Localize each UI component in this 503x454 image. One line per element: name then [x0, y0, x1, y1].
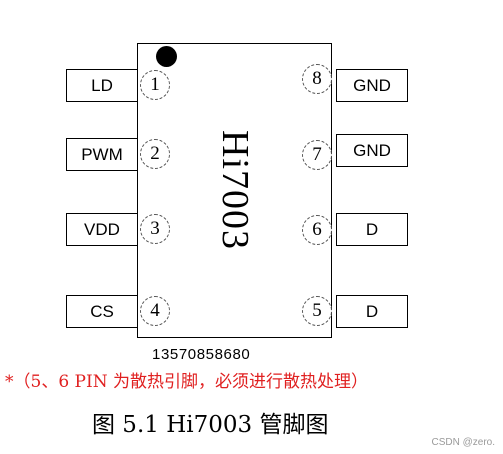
pin-number-1: 1 [140, 70, 170, 100]
pin-number-5: 5 [302, 296, 332, 326]
pin-label-d-5: D [336, 295, 408, 328]
pin-label-gnd-8: GND [336, 69, 408, 102]
chip-name: Hi7003 [214, 130, 256, 250]
pin-number-7: 7 [302, 140, 332, 170]
pin-label-gnd-7: GND [336, 134, 408, 167]
pin-label-ld: LD [66, 69, 138, 102]
pin-label-pwm: PWM [66, 138, 138, 171]
figure-caption: 图 5.1 Hi7003 管脚图 [92, 412, 329, 438]
heat-dissipation-note: *（5、6 PIN 为散热引脚，必须进行散热处理） [5, 372, 368, 392]
pin-label-cs: CS [66, 295, 138, 328]
chip-body [137, 43, 332, 338]
pin-number-8: 8 [302, 64, 332, 94]
watermark: CSDN @zero. [431, 437, 496, 448]
pin-number-2: 2 [140, 139, 170, 169]
pin1-marker-dot [156, 46, 177, 67]
pin-label-vdd: VDD [66, 213, 138, 246]
pin-number-3: 3 [140, 214, 170, 244]
pin-label-d-6: D [336, 213, 408, 246]
pin-number-4: 4 [140, 296, 170, 326]
pin-number-6: 6 [302, 215, 332, 245]
phone-number: 13570858680 [152, 346, 251, 363]
